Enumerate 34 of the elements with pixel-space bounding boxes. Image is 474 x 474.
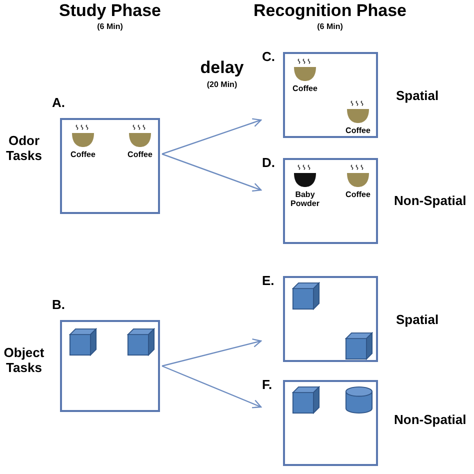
- delay-label: delay: [200, 58, 244, 78]
- panel-letter: A.: [52, 96, 65, 111]
- odor-label: Coffee: [346, 126, 370, 136]
- duration-note: (20 Min): [206, 80, 238, 90]
- task-label: Odor Tasks: [6, 134, 42, 164]
- phase-heading: Recognition Phase: [253, 1, 407, 21]
- panel-letter: B.: [52, 298, 65, 313]
- cube-icon: [69, 328, 97, 356]
- cube-icon: [127, 328, 155, 356]
- task-label: Object Tasks: [4, 346, 44, 376]
- condition-label: Non-Spatial: [394, 413, 466, 428]
- odor-label: Coffee: [292, 84, 318, 94]
- arrow: [162, 365, 262, 408]
- condition-label: Non-Spatial: [394, 194, 466, 209]
- cube-icon: [292, 386, 320, 414]
- panel-letter: D.: [262, 156, 275, 171]
- phase-heading: Study Phase: [58, 1, 162, 21]
- cube-icon: [345, 332, 373, 360]
- odor-label: Coffee: [346, 190, 370, 200]
- condition-label: Spatial: [396, 313, 439, 328]
- odor-label: Coffee: [128, 150, 152, 160]
- arrow: [162, 153, 262, 192]
- odor-label: Baby Powder: [290, 190, 320, 208]
- arrow: [162, 118, 262, 155]
- panel-letter: F.: [262, 378, 272, 393]
- cylinder-icon: [345, 386, 373, 414]
- panel-letter: E.: [262, 274, 274, 289]
- odor-label: Coffee: [70, 150, 96, 160]
- duration-note: (6 Min): [97, 22, 123, 32]
- cube-icon: [292, 282, 320, 310]
- arrow: [162, 338, 262, 367]
- condition-label: Spatial: [396, 89, 439, 104]
- duration-note: (6 Min): [317, 22, 343, 32]
- panel-letter: C.: [262, 50, 275, 65]
